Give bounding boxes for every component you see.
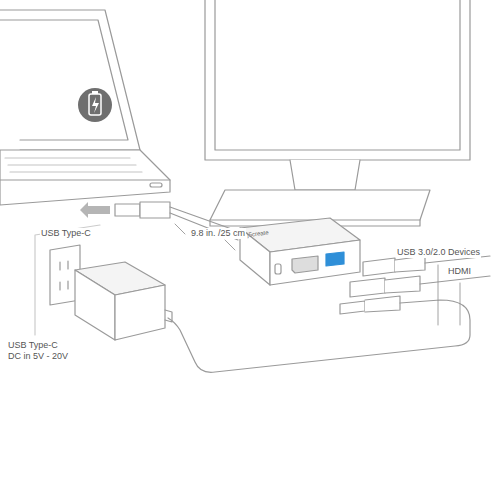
usb-a-port xyxy=(326,252,344,266)
laptop-lid xyxy=(0,10,140,150)
hdmi-port xyxy=(292,256,318,273)
plug-housing xyxy=(140,202,170,218)
dimension-label: 9.8 in. /25 cm xyxy=(190,228,246,239)
power-usb-c-plug xyxy=(340,301,365,314)
hdmi-plug xyxy=(350,278,385,297)
outlet-slots xyxy=(60,261,68,290)
laptop-keys xyxy=(5,158,142,172)
power-cable xyxy=(168,300,470,372)
laptop-screen xyxy=(0,20,128,140)
battery-tip xyxy=(92,91,98,94)
port-label: USB 3.0/2.0 Devices xyxy=(396,247,481,258)
lightning xyxy=(92,97,99,113)
adapter-front xyxy=(270,240,360,285)
port-label: HDMI xyxy=(447,266,472,277)
charger-side xyxy=(75,270,115,340)
usb-c-port xyxy=(275,264,281,274)
charger-port xyxy=(165,310,172,322)
laptop-base xyxy=(0,150,170,205)
laptop-edge xyxy=(0,179,170,180)
charging-icon xyxy=(78,88,112,122)
monitor-frame xyxy=(205,0,470,160)
hdmi-housing xyxy=(385,276,420,293)
hdmi-cable xyxy=(420,276,490,284)
insert-arrow xyxy=(80,202,110,218)
usb-a-plug xyxy=(363,258,395,276)
port-label: USB Type-C xyxy=(40,228,92,239)
usb-a-housing xyxy=(395,256,425,272)
charger-front xyxy=(115,285,165,340)
usb-c-plug xyxy=(115,204,140,216)
power-plug-housing xyxy=(365,296,400,312)
battery xyxy=(89,94,101,115)
power-label: USB Type-C DC in 5V - 20V xyxy=(8,340,72,362)
monitor-screen xyxy=(215,0,460,150)
monitor-stand xyxy=(290,160,360,190)
monitor-base xyxy=(210,190,430,220)
laptop-port xyxy=(150,183,162,187)
